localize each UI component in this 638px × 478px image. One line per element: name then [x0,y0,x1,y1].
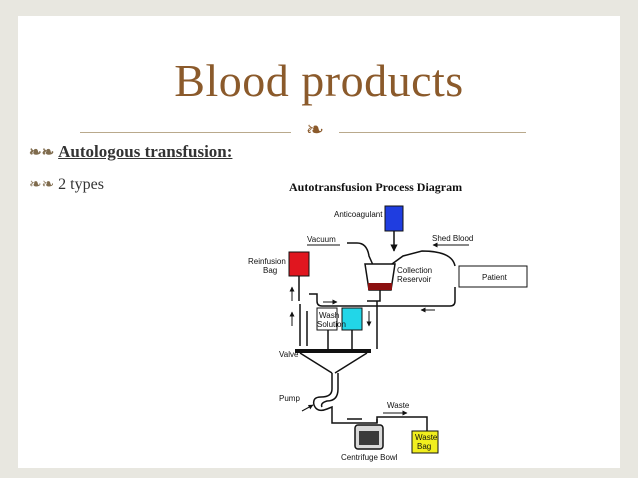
label-patient: Patient [482,273,508,282]
label-wash-solution: Wash Solution [317,311,346,329]
centrifuge-top [331,418,378,424]
reservoir-blood [368,283,392,290]
label-anticoagulant: Anticoagulant [334,210,383,219]
waste-line [376,416,428,431]
label-vacuum: Vacuum [307,235,336,244]
shed-blood-line [391,250,456,267]
label-pump: Pump [279,394,300,403]
reservoir-outlet [367,290,381,302]
label-reinfusion: Reinfusion Bag [248,257,288,275]
bullet-glyph-icon: ❧❧ [29,144,55,161]
valve-bar [295,349,371,353]
label-waste-bag: Waste Bag [415,433,440,451]
waste-bag [411,430,439,454]
pump-arrow [301,404,314,412]
autotransfusion-diagram: Autotransfusion Process Diagram Anticoag… [207,161,574,466]
bullet-text: Autologous transfusion: [58,142,233,161]
label-shed-blood: Shed Blood [432,234,473,243]
label-waste: Waste [387,401,410,410]
decorative-flourish-icon: ❧ [291,113,339,147]
page-title: Blood products [174,55,464,106]
patient-box [458,265,528,288]
bullet-autologous: ❧❧ Autologous transfusion: [29,142,232,162]
anticoagulant-container [384,205,404,232]
pump-loop [312,373,333,419]
reinfusion-bag [288,251,310,277]
pump-loop-inner [320,373,339,408]
bullet-two-types: ❧❧ 2 types [29,175,104,194]
bullet-glyph-icon: ❧❧ [29,177,55,193]
label-centrifuge-bowl: Centrifuge Bowl [341,453,398,462]
diagram-title: Autotransfusion Process Diagram [289,180,462,194]
label-collection-reservoir: Collection Reservoir [397,266,434,284]
valve-funnel [299,352,368,374]
wash-solution-bag [316,307,338,331]
vacuum-line [347,242,374,266]
centrifuge-bowl-inner [359,431,379,445]
bullet-text: 2 types [58,175,104,193]
circuit-loop [309,287,456,307]
label-valve: Valve [279,350,299,359]
